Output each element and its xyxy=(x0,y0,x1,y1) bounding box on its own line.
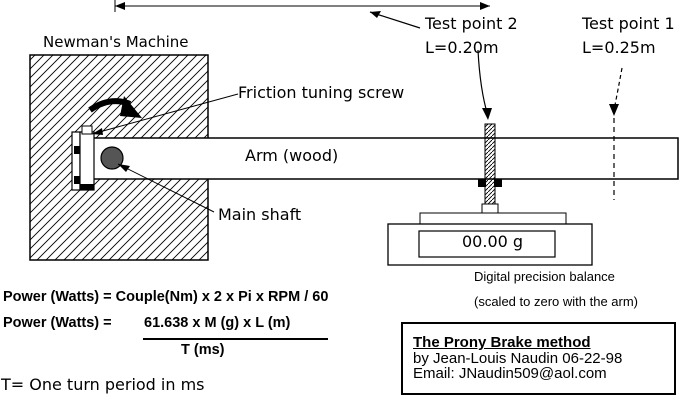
test-point-1-title: Test point 1 xyxy=(582,14,675,33)
credit-email: Email: JNaudin509@aol.com xyxy=(413,365,607,382)
arm-label: Arm (wood) xyxy=(245,146,339,165)
friction-screw-label: Friction tuning screw xyxy=(238,83,405,102)
power-formula-1: Power (Watts) = Couple(Nm) x 2 x Pi x RP… xyxy=(3,289,329,305)
credit-author: by Jean-Louis Naudin 06-22-98 xyxy=(413,350,623,367)
friction-screw-leader xyxy=(91,93,239,135)
main-shaft-label: Main shaft xyxy=(218,205,302,224)
friction-clamp xyxy=(71,125,95,191)
balance-display: 00.00 g xyxy=(462,232,524,251)
test-point-2-pointer xyxy=(477,49,489,117)
power-formula-2-denominator: T (ms) xyxy=(181,342,225,358)
test-point-2-title: Test point 2 xyxy=(425,14,518,33)
credit-title: The Prony Brake method xyxy=(413,334,591,351)
period-definition: T= One turn period in ms xyxy=(1,375,205,394)
arm-wood xyxy=(81,137,679,180)
credit-box: The Prony Brake method by Jean-Louis Nau… xyxy=(401,322,676,395)
test-point-2-rod xyxy=(484,123,496,205)
main-shaft-leader xyxy=(117,163,215,213)
balance-note: (scaled to zero with the arm) xyxy=(474,294,639,309)
test-point-2-length: L=0.20m xyxy=(425,38,499,57)
length-dimension-arrow xyxy=(114,0,490,12)
main-shaft xyxy=(100,146,124,170)
test-point-1-pointer xyxy=(613,67,623,111)
test-point-1-length: L=0.25m xyxy=(582,38,656,57)
power-formula-2-prefix: Power (Watts) = xyxy=(3,315,112,331)
machine-title: Newman's Machine xyxy=(43,33,189,51)
digital-balance xyxy=(387,203,593,266)
power-formula-2-numerator: 61.638 x M (g) x L (m) xyxy=(144,315,291,331)
balance-caption: Digital precision balance xyxy=(474,269,615,284)
